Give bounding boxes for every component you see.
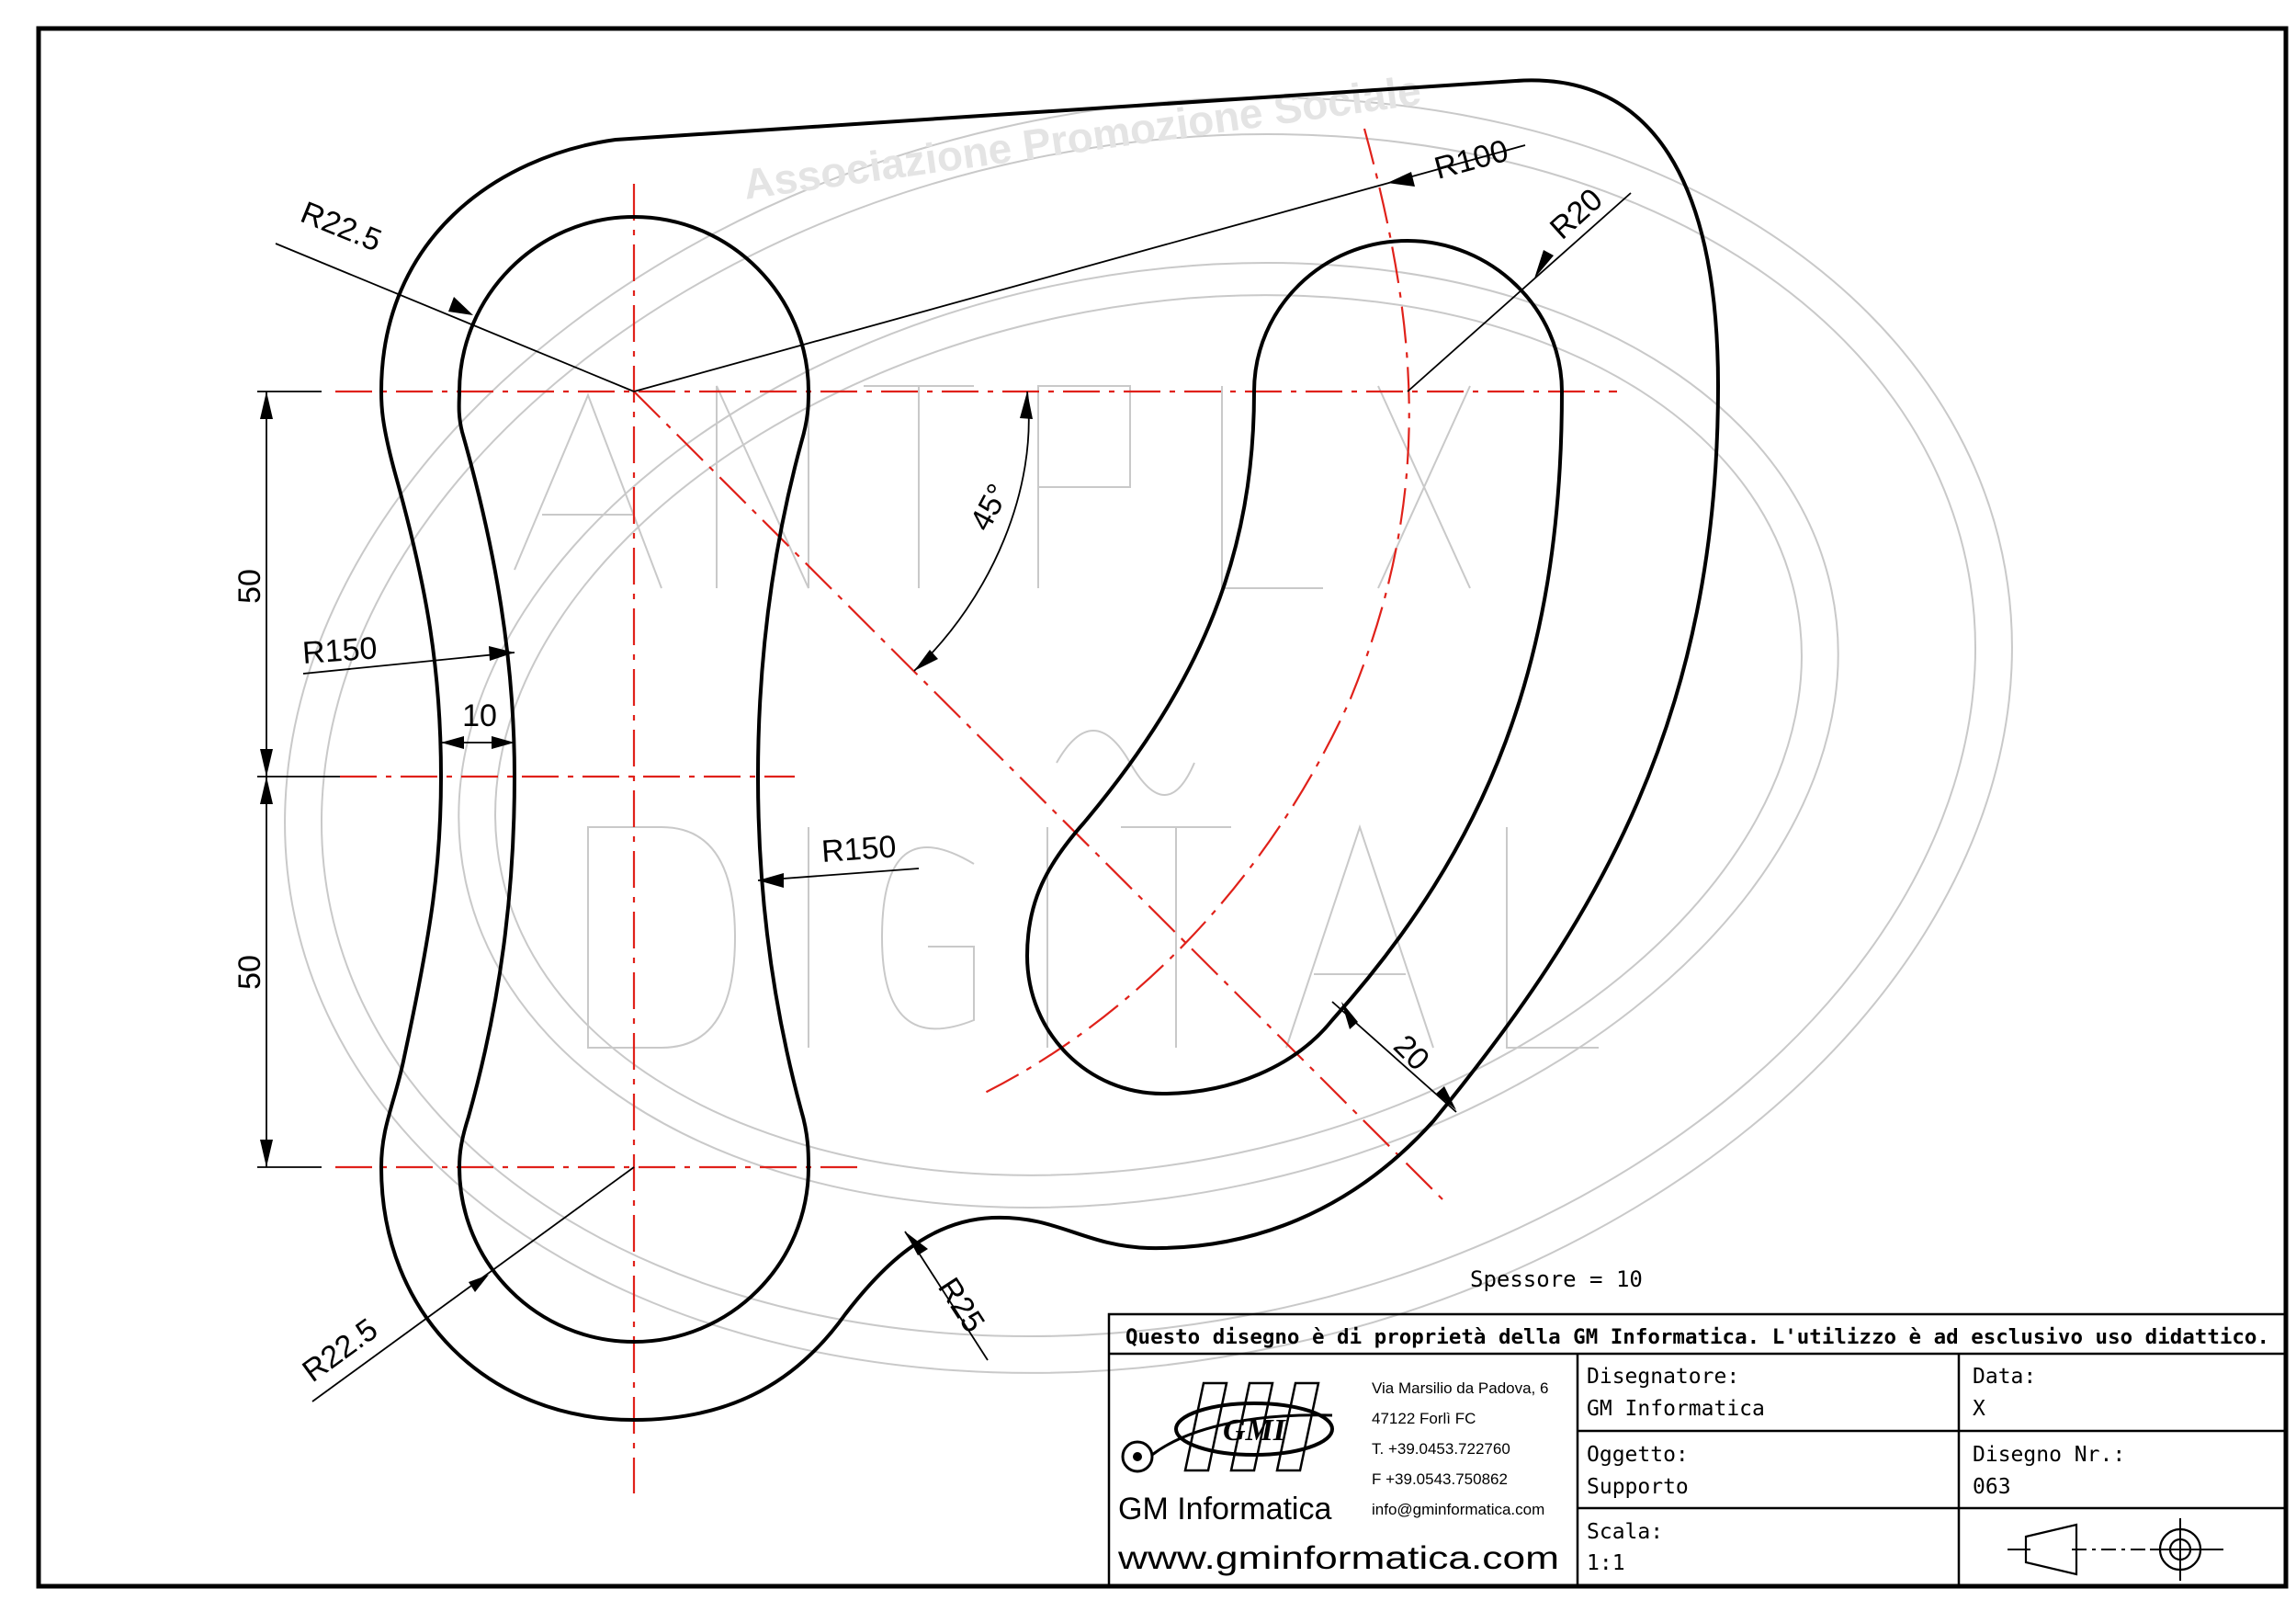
dim-r22-5-top: R22.5 [296,195,386,258]
date-label: Data: [1973,1365,2036,1389]
watermark-text: Associazione Promozione Sociale [741,66,1424,209]
dim-10: 10 [462,698,497,733]
dim-r150-left: R150 [301,630,379,671]
drawing-number-value: 063 [1973,1475,2011,1499]
fax: F +39.0543.750862 [1372,1470,1508,1488]
date-value: X [1973,1397,1985,1421]
slot-right-contour [1025,239,1564,1095]
designer-label: Disegnatore: [1587,1365,1739,1389]
object-value: Supporto [1587,1475,1689,1499]
object-label: Oggetto: [1587,1443,1689,1467]
phone: T. +39.0453.722760 [1372,1440,1510,1458]
company-website[interactable]: www.gminformatica.com [1117,1540,1559,1576]
dim-r20: R20 [1544,182,1610,246]
drawing-number-label: Disegno Nr.: [1973,1443,2125,1467]
dim-r25: R25 [931,1272,991,1339]
company-logo: GMI [1121,1381,1334,1473]
center-lines [335,128,1617,1493]
scale-label: Scala: [1587,1520,1663,1544]
address-line1: Via Marsilio da Padova, 6 [1372,1379,1548,1397]
address-line2: 47122 Forlì FC [1372,1410,1476,1427]
dim-50-bottom: 50 [232,955,267,990]
scale-value: 1:1 [1587,1551,1625,1575]
dim-r22-5-bottom: R22.5 [296,1311,384,1389]
dim-50-top: 50 [232,569,267,604]
designer-value: GM Informatica [1587,1397,1765,1421]
title-block: Questo disegno è di proprietà della GM I… [1107,1312,2287,1588]
dim-r150-right: R150 [820,829,898,869]
email[interactable]: info@gminformatica.com [1372,1501,1544,1518]
part-outer-contour [379,78,1720,1422]
ownership-notice: Questo disegno è di proprietà della GM I… [1125,1326,2269,1349]
thickness-note: Spessore = 10 [1470,1266,1643,1292]
company-name: GM Informatica [1118,1492,1331,1527]
watermark: Associazione Promozione Sociale [284,66,2013,1374]
logo-text: GMI [1223,1413,1287,1447]
first-angle-projection-icon [2008,1518,2223,1581]
dim-r100: R100 [1431,133,1511,187]
slot-left-contour [457,215,810,1344]
